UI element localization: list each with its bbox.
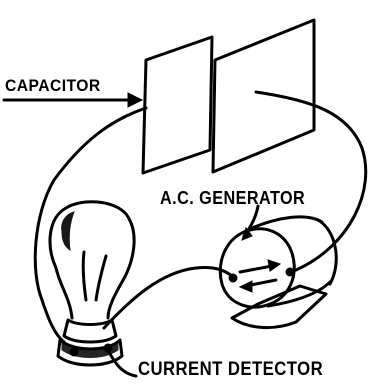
generator-back xyxy=(316,218,338,286)
wire-bulb-to-generator xyxy=(102,266,234,330)
light-bulb-icon xyxy=(48,200,136,367)
generator-body-bottom xyxy=(266,280,332,308)
generator-arrow-right xyxy=(238,264,274,274)
bulb-base-shading xyxy=(61,341,119,358)
generator-arrowhead-right xyxy=(267,259,282,272)
detector-label: CURRENT DETECTOR xyxy=(138,359,324,380)
generator-label: A.C. GENERATOR xyxy=(160,188,306,208)
capacitor-plate-back xyxy=(211,18,316,174)
capacitor-plates-icon xyxy=(141,18,316,175)
generator-pointer-head xyxy=(241,226,253,241)
generator-terminal-right xyxy=(285,267,295,277)
bulb-glass xyxy=(48,200,136,320)
generator-base xyxy=(230,284,328,330)
capacitor-arrowhead xyxy=(127,92,144,108)
ac-generator-icon xyxy=(218,215,338,330)
capacitor-plate-front xyxy=(141,35,214,175)
bulb-base-collar xyxy=(62,318,118,344)
bulb-filament xyxy=(81,250,108,302)
capacitor-label: CAPACITOR xyxy=(5,76,101,95)
generator-arrowhead-left xyxy=(238,280,253,293)
generator-terminal-left xyxy=(228,273,238,283)
wire-capacitor-to-bulb xyxy=(33,106,148,344)
bulb-glass-highlight xyxy=(61,211,75,252)
generator-front-face xyxy=(218,227,296,309)
wire-capacitor-to-generator xyxy=(254,90,368,272)
generator-body-top xyxy=(250,215,324,230)
